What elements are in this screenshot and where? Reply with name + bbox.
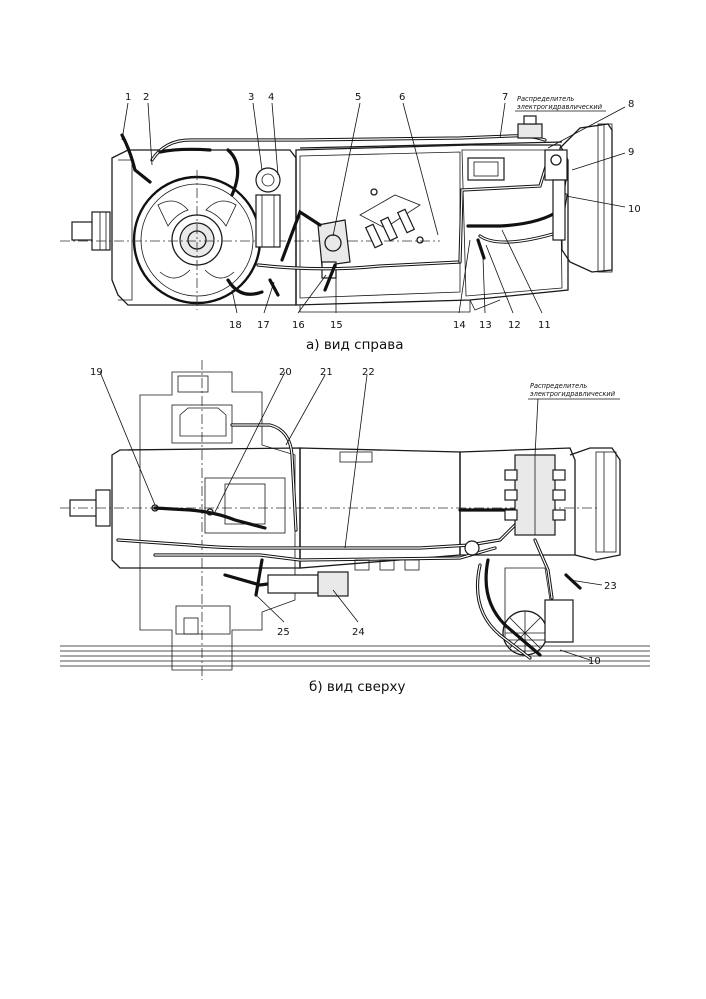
callout-15: 15 xyxy=(330,320,343,331)
distributor-note-a-line2: электрогидравлический xyxy=(517,103,603,111)
callout-19: 19 xyxy=(90,367,103,378)
callout-13: 13 xyxy=(479,320,492,331)
filter-assembly xyxy=(255,167,281,248)
hydraulic-lines-a xyxy=(120,133,568,297)
hydraulic-lines-b xyxy=(116,423,582,660)
callout-7: 7 xyxy=(502,92,508,103)
callout-8: 8 xyxy=(628,99,634,110)
front-axle-outline xyxy=(139,360,296,680)
distributor-note-b-line1: Распределитель xyxy=(530,382,587,390)
callout-5: 5 xyxy=(355,92,361,103)
gearbox-housing xyxy=(295,144,569,306)
rear-linkage xyxy=(502,567,574,656)
distributor-valve-b xyxy=(504,454,566,536)
callout-1: 1 xyxy=(125,92,131,103)
distributor-note-a-line1: Распределитель xyxy=(517,95,574,103)
callout-18: 18 xyxy=(229,320,242,331)
callout-10: 10 xyxy=(628,204,641,215)
callout-12: 12 xyxy=(508,320,521,331)
callout-16: 16 xyxy=(292,320,305,331)
rear-housing-top xyxy=(569,447,621,561)
distributor-note-b-line2: электрогидравлический xyxy=(530,390,616,398)
callout-14: 14 xyxy=(453,320,466,331)
callout-17: 17 xyxy=(257,320,270,331)
callout-10b: 10 xyxy=(588,656,601,667)
callout-2: 2 xyxy=(143,92,149,103)
callout-3: 3 xyxy=(248,92,254,103)
callout-11: 11 xyxy=(538,320,551,331)
callout-4: 4 xyxy=(268,92,274,103)
callout-24: 24 xyxy=(352,627,365,638)
caption-view-b: б) вид сверху xyxy=(309,679,405,695)
callout-25: 25 xyxy=(277,627,290,638)
view-b-top: 19 20 21 22 23 24 25 10 Распределитель э… xyxy=(60,360,650,695)
caption-view-a: а) вид справа xyxy=(306,337,404,353)
lift-cylinder xyxy=(267,540,480,597)
callout-21: 21 xyxy=(320,367,333,378)
callouts-b: 19 20 21 22 23 24 25 10 xyxy=(90,367,617,667)
callout-22: 22 xyxy=(362,367,375,378)
callout-23: 23 xyxy=(604,581,617,592)
front-shaft xyxy=(71,211,111,251)
callout-9: 9 xyxy=(628,147,634,158)
callouts-a: 1 2 3 4 5 6 7 8 9 10 11 12 13 1 xyxy=(121,92,641,331)
valve-cluster xyxy=(359,188,424,249)
view-a-right-side: 1 2 3 4 5 6 7 8 9 10 11 12 13 1 xyxy=(60,92,641,353)
distributor-valve-a xyxy=(517,115,568,241)
ground-lines xyxy=(60,645,650,667)
callout-6: 6 xyxy=(399,92,405,103)
callout-20: 20 xyxy=(279,367,292,378)
